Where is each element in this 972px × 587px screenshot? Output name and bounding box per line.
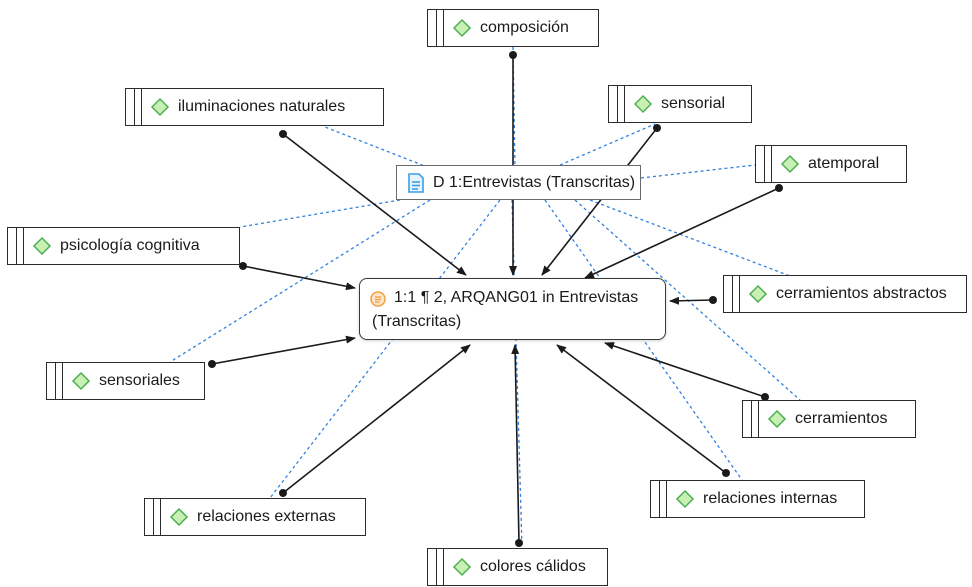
link-arrow-iluminaciones-naturales [282, 133, 467, 276]
document-node[interactable]: D 1:Entrevistas (Transcritas) [396, 165, 641, 200]
code-label: cerramientos [795, 410, 888, 427]
code-node-cerramientos[interactable]: cerramientos [742, 400, 916, 438]
dashed-link-iluminaciones-naturales [324, 126, 441, 173]
code-label: cerramientos abstractos [776, 285, 947, 302]
dashed-link-atemporal [640, 164, 756, 179]
quotation-title: 1:1 ¶ 2, ARQANG01 in Entrevistas [394, 289, 639, 306]
link-arrow-sensorial [541, 127, 658, 276]
code-icon [71, 371, 91, 391]
code-node-relaciones-externas[interactable]: relaciones externas [144, 498, 366, 536]
code-label: sensoriales [99, 372, 180, 389]
link-handle-sensorial[interactable] [653, 124, 661, 132]
link-arrow-relaciones-externas [282, 344, 471, 494]
code-label: composición [480, 19, 569, 36]
link-handle-cerramientos[interactable] [761, 393, 769, 401]
link-handle-iluminaciones-naturales[interactable] [279, 130, 287, 138]
code-icon [150, 97, 170, 117]
link-handle-relaciones-internas[interactable] [722, 469, 730, 477]
code-label: colores cálidos [480, 558, 586, 575]
code-label: relaciones externas [197, 508, 336, 525]
link-handle-colores-calidos[interactable] [515, 539, 523, 547]
link-arrow-psicologia-cognitiva [242, 265, 356, 291]
dashed-link-psicologia-cognitiva [239, 199, 401, 228]
link-handle-psicologia-cognitiva[interactable] [239, 262, 247, 270]
code-icon [32, 236, 52, 256]
link-handle-composicion[interactable] [509, 51, 517, 59]
code-icon [633, 94, 653, 114]
code-node-atemporal[interactable]: atemporal [755, 145, 907, 183]
code-icon [452, 557, 472, 577]
link-arrow-cerramientos-abstractos [669, 296, 714, 305]
link-arrow-relaciones-internas [556, 344, 727, 474]
code-label: atemporal [808, 155, 880, 172]
code-node-colores-calidos[interactable]: colores cálidos [427, 548, 608, 586]
code-icon [169, 507, 189, 527]
dashed-link-sensorial [559, 123, 656, 166]
code-icon [767, 409, 787, 429]
link-arrow-cerramientos [604, 342, 766, 398]
link-handle-relaciones-externas[interactable] [279, 489, 287, 497]
code-icon [748, 284, 768, 304]
dashed-link-cerramientos-abstractos [589, 199, 791, 277]
code-node-relaciones-internas[interactable]: relaciones internas [650, 480, 865, 518]
code-node-composicion[interactable]: composición [427, 9, 599, 47]
code-icon [452, 18, 472, 38]
code-node-iluminaciones-naturales[interactable]: iluminaciones naturales [125, 88, 384, 126]
link-handle-cerramientos-abstractos[interactable] [709, 296, 717, 304]
dashed-link-relaciones-externas [269, 199, 501, 499]
document-icon [408, 172, 424, 193]
code-icon [675, 489, 695, 509]
code-node-sensorial[interactable]: sensorial [608, 85, 752, 123]
code-label: relaciones internas [703, 490, 838, 507]
quotation-subtitle: (Transcritas) [372, 313, 462, 330]
quotation-node[interactable]: 1:1 ¶ 2, ARQANG01 in Entrevistas (Transc… [359, 278, 666, 340]
code-label: psicología cognitiva [60, 237, 200, 254]
code-label: sensorial [661, 95, 726, 112]
quotation-icon [370, 291, 386, 307]
code-label: iluminaciones naturales [178, 98, 346, 115]
dashed-link-colores-calidos [511, 199, 523, 549]
code-node-psicologia-cognitiva[interactable]: psicología cognitiva [7, 227, 240, 265]
code-icon [780, 154, 800, 174]
dashed-link-relaciones-internas [544, 199, 743, 481]
code-node-sensoriales[interactable]: sensoriales [46, 362, 205, 400]
link-arrow-colores-calidos [511, 344, 520, 544]
link-arrow-sensoriales [211, 335, 356, 365]
link-handle-atemporal[interactable] [775, 184, 783, 192]
document-label: D 1:Entrevistas (Transcritas) [433, 173, 636, 191]
link-arrow-atemporal [584, 187, 780, 279]
link-handle-sensoriales[interactable] [208, 360, 216, 368]
code-node-cerramientos-abstractos[interactable]: cerramientos abstractos [723, 275, 967, 313]
